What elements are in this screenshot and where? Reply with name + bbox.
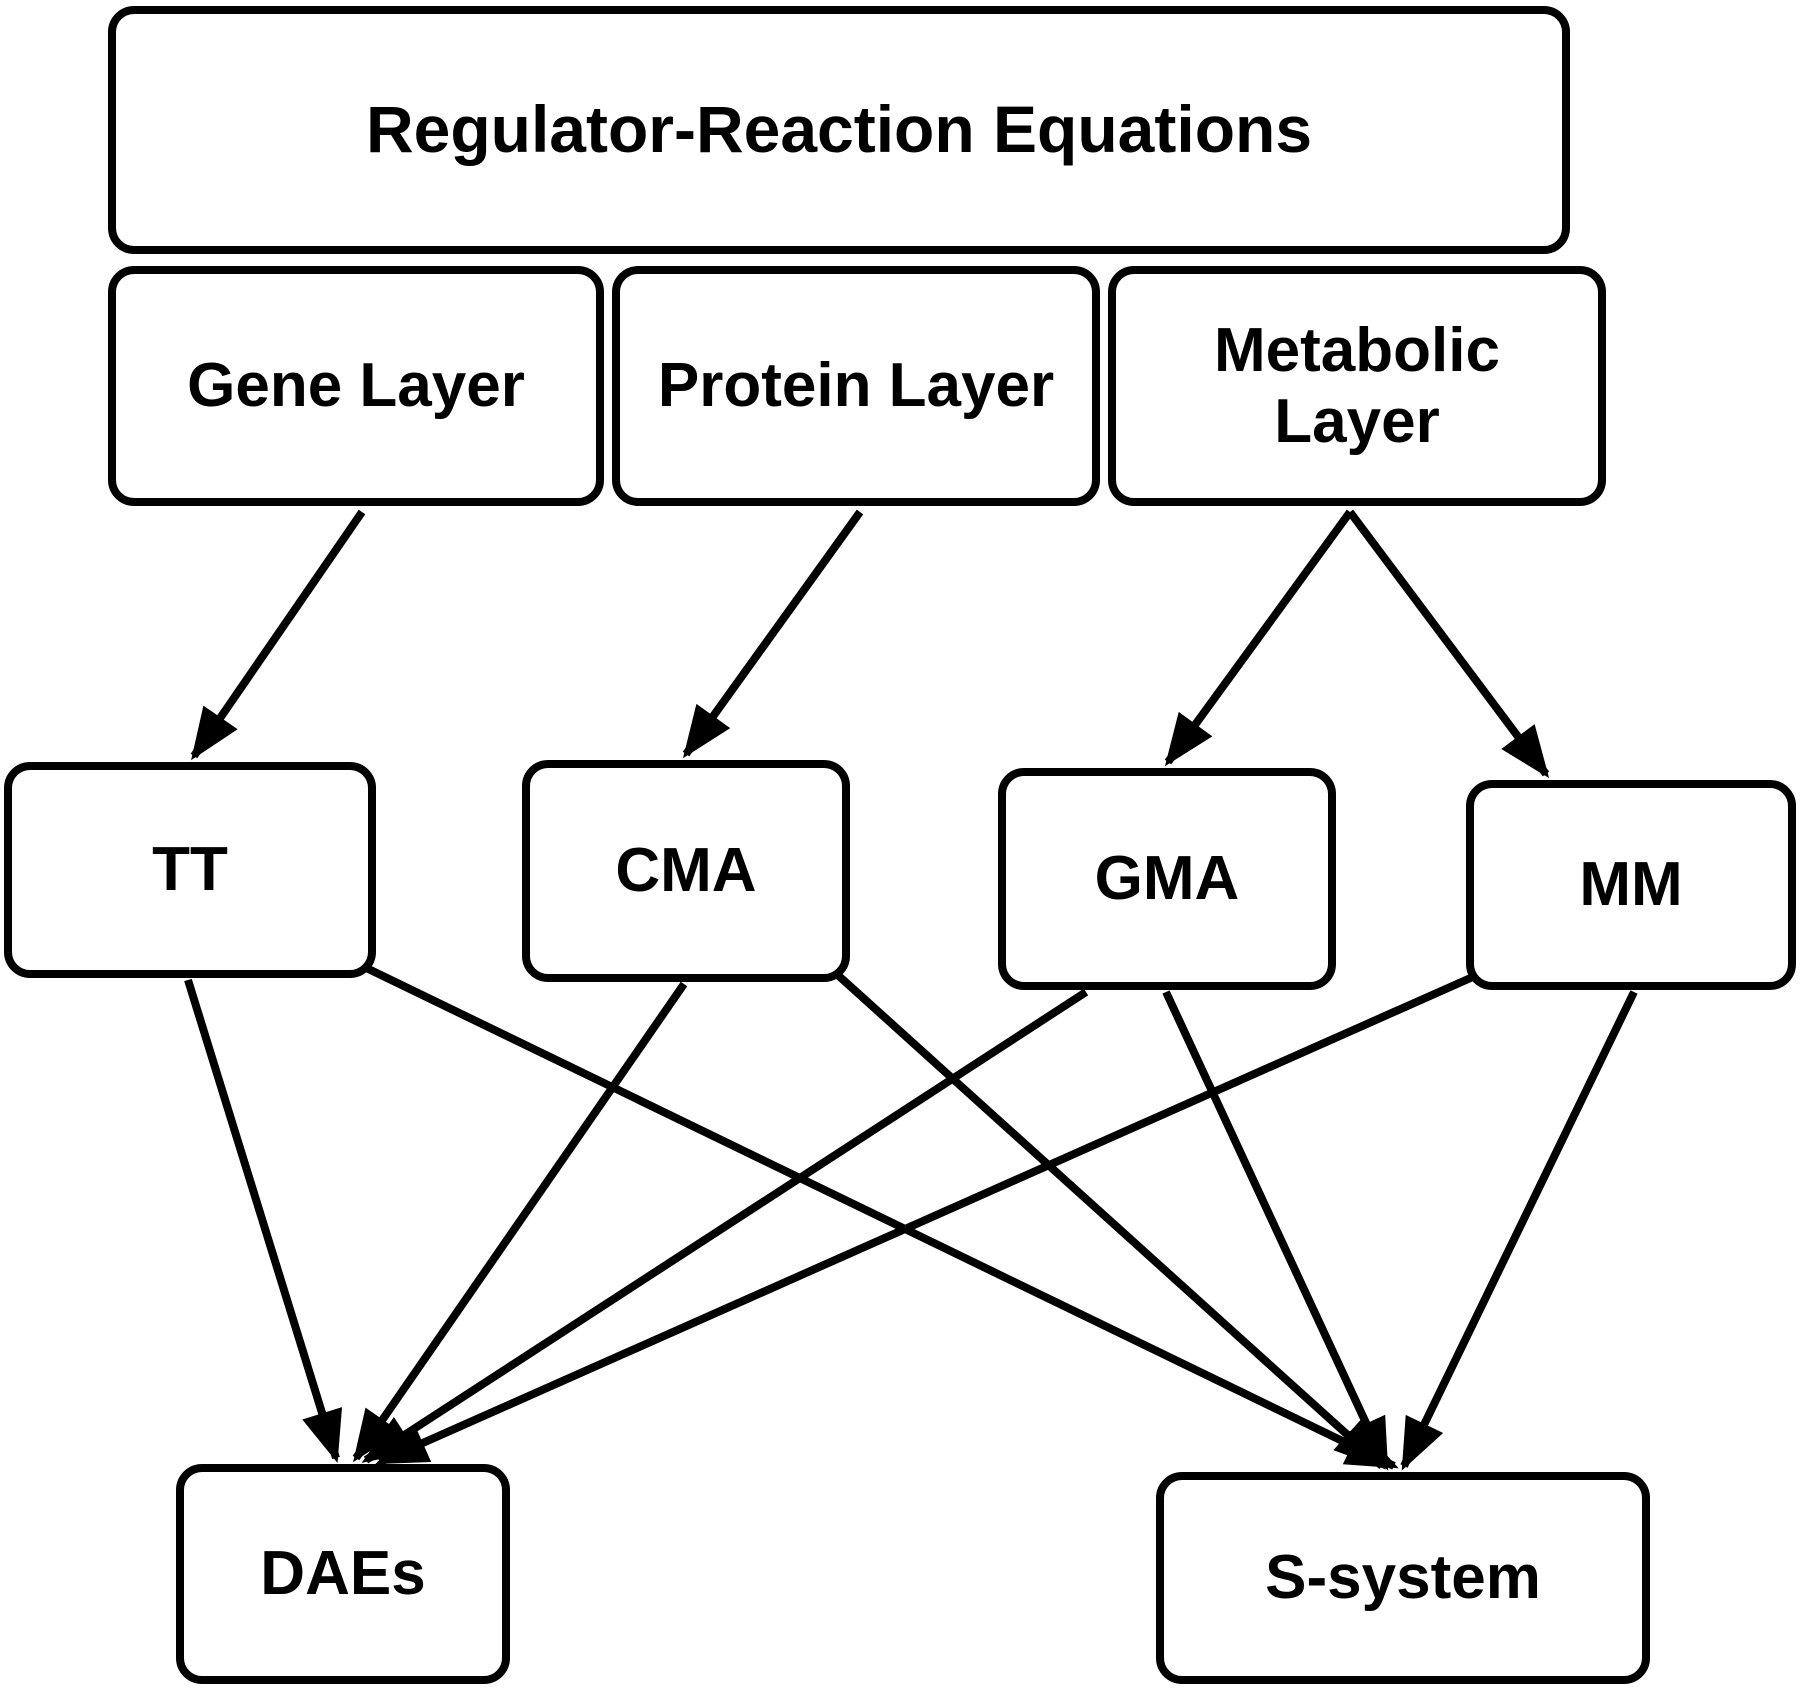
arrow-tt-to-ssystem <box>348 956 1399 1470</box>
node-gene-layer: Gene Layer <box>108 266 604 506</box>
node-protein-layer: Protein Layer <box>612 266 1100 506</box>
node-cma: CMA <box>522 760 850 982</box>
arrow-tt-to-daes <box>184 978 343 1463</box>
arrow-gma-to-daes <box>361 988 1089 1464</box>
node-daes: DAEs <box>176 1464 510 1684</box>
arrow-mm-to-ssystem <box>1400 990 1638 1471</box>
node-label: DAEs <box>260 1539 426 1609</box>
node-label: TT <box>152 835 228 905</box>
node-label: CMA <box>615 836 757 906</box>
node-label: Regulator-Reaction Equations <box>365 92 1313 167</box>
node-label: GMA <box>1094 844 1240 914</box>
arrow-metabolic-to-gma <box>1164 509 1354 767</box>
node-s-system: S-system <box>1156 1472 1650 1684</box>
node-tt: TT <box>4 762 376 978</box>
node-regulator-reaction-equations: Regulator-Reaction Equations <box>108 6 1570 254</box>
arrow-mm-to-daes <box>375 968 1486 1466</box>
node-label: S-system <box>1265 1543 1541 1613</box>
node-label: Gene Layer <box>187 351 525 421</box>
node-gma: GMA <box>998 768 1336 990</box>
arrow-gene-to-tt <box>190 509 366 761</box>
node-label: MM <box>1579 850 1683 920</box>
node-mm: MM <box>1466 780 1796 990</box>
arrow-cma-to-ssystem <box>827 965 1386 1470</box>
arrow-group <box>184 509 1638 1471</box>
node-label-line1: Metabolic <box>1214 315 1500 385</box>
arrow-metabolic-to-mm <box>1346 509 1550 779</box>
arrow-protein-to-cma <box>682 509 864 759</box>
node-label: Protein Layer <box>657 351 1055 421</box>
arrow-cma-to-daes <box>352 981 688 1463</box>
node-label-line2: Layer <box>1274 387 1440 456</box>
arrow-gma-to-ssystem <box>1162 990 1390 1471</box>
node-metabolic-layer: Metabolic Layer <box>1108 266 1606 506</box>
